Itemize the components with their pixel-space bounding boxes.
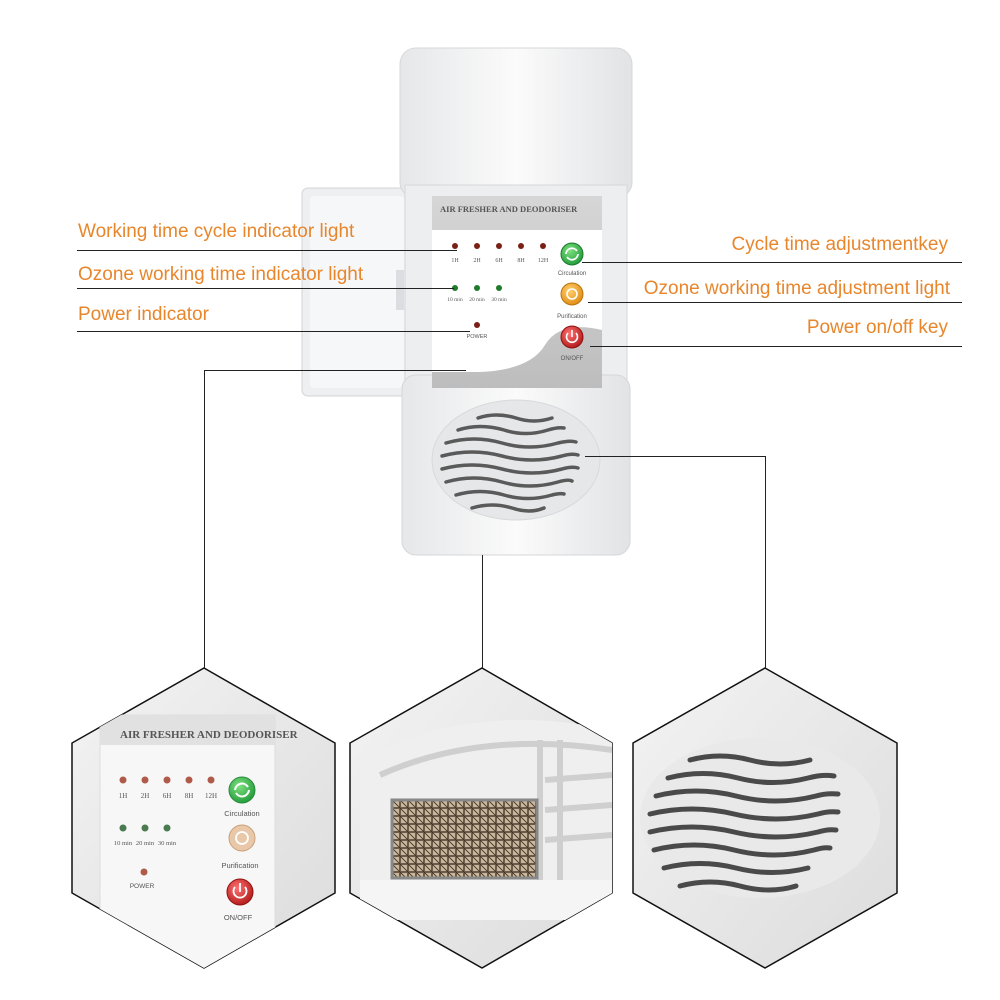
hex-minute-label: 30 min: [158, 840, 177, 847]
hex-hour-label: 8H: [185, 792, 194, 800]
leader-line: [77, 288, 454, 289]
hex-onoff-label: ON/OFF: [224, 913, 253, 922]
hex-hour-label: 6H: [163, 792, 172, 800]
leader-line: [204, 370, 205, 668]
hex-minute-label: 10 min: [114, 840, 133, 847]
callout-power-indicator: Power indicator: [78, 304, 209, 325]
callout-ozone-adjust-light: Ozone working time adjustment light: [643, 278, 950, 299]
purification-label: Purification: [557, 314, 587, 320]
hex-power-label: POWER: [130, 883, 155, 890]
hex-closeup-panel: AIR FRESHER AND DEODORISER 1H 2H 6H 8H 1…: [71, 667, 336, 969]
minute-leds: 10 min 20 min 30 min: [447, 285, 507, 303]
panel-title: AIR FRESHER AND DEODORISER: [440, 204, 578, 214]
hour-label: 6H: [495, 258, 503, 264]
callout-working-time-cycle: Working time cycle indicator light: [78, 221, 355, 242]
hex-closeup-mesh: [349, 667, 613, 969]
leader-line: [204, 370, 466, 371]
leader-line: [590, 346, 962, 347]
leader-line: [582, 262, 962, 263]
hour-label: 2H: [473, 258, 481, 264]
leader-line: [77, 250, 457, 251]
onoff-label: ON/OFF: [561, 356, 584, 362]
callout-cycle-time-key: Cycle time adjustmentkey: [731, 234, 948, 255]
wall-bracket: [301, 187, 411, 397]
leader-line: [765, 456, 766, 668]
hex-hour-label: 1H: [119, 792, 128, 800]
leader-line: [482, 555, 483, 668]
hex-hour-label: 2H: [141, 792, 150, 800]
power-led: [474, 322, 480, 328]
minute-label: 30 min: [491, 297, 507, 303]
control-panel: AIR FRESHER AND DEODORISER 1H 2H 6H 8H 1…: [432, 196, 602, 388]
minute-label: 20 min: [469, 297, 485, 303]
hex-minute-label: 20 min: [136, 840, 155, 847]
hex-hour-label: 12H: [205, 792, 217, 800]
power-button[interactable]: ON/OFF: [560, 325, 584, 362]
power-label: POWER: [467, 334, 488, 340]
speaker-grille: [431, 399, 601, 521]
hour-leds: 1H 2H 6H 8H 12H: [451, 243, 549, 264]
hex-purification-label: Purification: [221, 861, 258, 870]
hour-label: 12H: [538, 258, 549, 264]
callout-power-key: Power on/off key: [806, 317, 948, 338]
leader-line: [585, 456, 765, 457]
callout-ozone-working-time: Ozone working time indicator light: [78, 264, 364, 285]
circulation-button[interactable]: Circulation: [558, 242, 586, 277]
hex-panel-title: AIR FRESHER AND DEODORISER: [120, 729, 299, 741]
purification-button[interactable]: Purification: [557, 282, 587, 320]
minute-label: 10 min: [447, 297, 463, 303]
circulation-label: Circulation: [558, 271, 586, 277]
hour-label: 8H: [517, 258, 525, 264]
hex-closeup-grille: [632, 667, 898, 969]
leader-line: [588, 302, 962, 303]
leader-line: [77, 331, 470, 332]
hex-circulation-label: Circulation: [224, 809, 259, 818]
hour-label: 1H: [451, 258, 459, 264]
